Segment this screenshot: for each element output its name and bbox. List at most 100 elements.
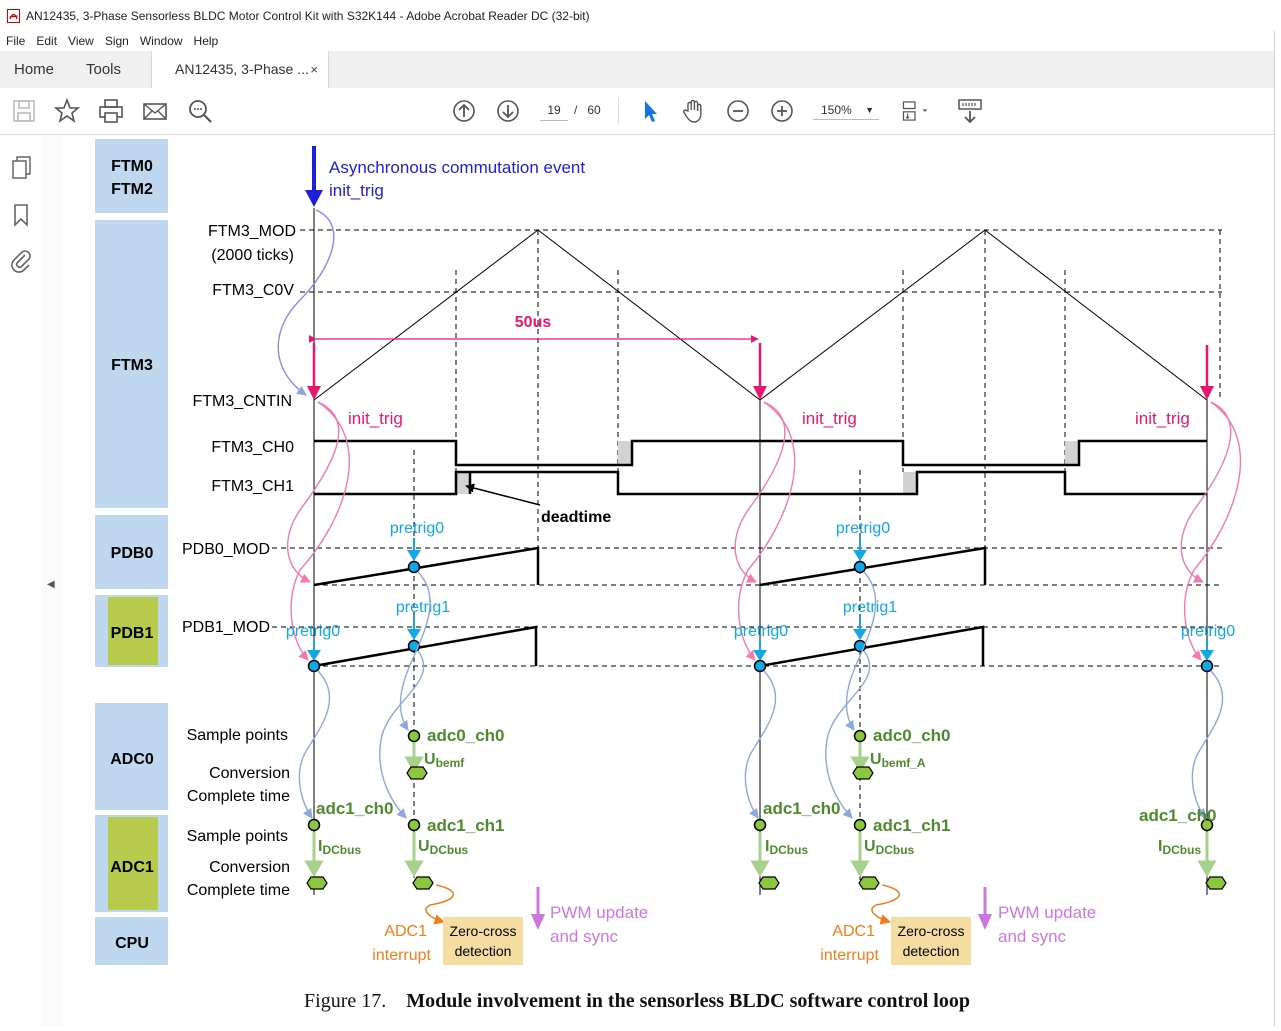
zoom-in-icon[interactable] xyxy=(768,97,796,125)
label-u-bemf-a: U xyxy=(424,751,436,768)
label-ftm3-ch1: FTM3_CH1 xyxy=(211,478,294,495)
acrobat-icon xyxy=(7,8,20,23)
lane-pdb0 xyxy=(95,515,168,589)
page-down-icon[interactable] xyxy=(494,97,522,125)
save-icon[interactable] xyxy=(10,97,38,125)
email-icon[interactable] xyxy=(141,97,169,125)
label-pdb1-mod: PDB1_MOD xyxy=(182,619,270,636)
menu-edit[interactable]: Edit xyxy=(36,34,58,48)
conversion-complete-markers xyxy=(306,766,1227,890)
svg-text:Ubemf: Ubemf xyxy=(424,751,465,770)
label-dcbus-sub-e: DCbus xyxy=(1162,843,1201,857)
lane-adc0 xyxy=(95,703,168,810)
toolbar-divider xyxy=(618,98,619,124)
label-init-trig-1: init_trig xyxy=(348,409,403,428)
label-and-sync-a: and sync xyxy=(550,927,619,946)
adc-trigger-curves xyxy=(298,571,1224,819)
svg-text:IDCbus: IDCbus xyxy=(1158,838,1201,857)
label-ftm3-ch0: FTM3_CH0 xyxy=(211,439,294,456)
menu-help[interactable]: Help xyxy=(193,34,219,48)
label-adc0-ch0-b: adc0_ch0 xyxy=(873,726,951,745)
label-adc1-interrupt-b: ADC1 xyxy=(832,923,875,940)
lane-cpu xyxy=(95,917,168,965)
label-pwm-update-a: PWM update xyxy=(550,903,648,922)
svg-text:Ubemf_A: Ubemf_A xyxy=(870,751,926,770)
zero-cross-box-a xyxy=(443,917,523,965)
label-50us: 50us xyxy=(515,314,552,331)
label-async-init-trig: init_trig xyxy=(329,181,384,200)
sample-points xyxy=(307,729,1214,832)
label-detection-b: detection xyxy=(903,943,960,959)
page-total: / 60 xyxy=(574,100,601,120)
tab-bar: Home Tools AN12435, 3-Phase ... × xyxy=(0,51,1281,89)
tab-document[interactable]: AN12435, 3-Phase ... × xyxy=(151,51,329,89)
label-bemf-sub: bemf xyxy=(436,756,466,770)
select-arrow-icon[interactable] xyxy=(636,97,664,125)
lane-label-ftm3: FTM3 xyxy=(111,357,153,374)
ftm3-ch0-wave xyxy=(314,439,1207,467)
zoom-select[interactable]: 150%▼ xyxy=(813,100,879,120)
lane-label-ftm0: FTM0 xyxy=(111,158,153,175)
reference-lines xyxy=(272,229,1222,880)
label-i-dcbus-c: I xyxy=(1158,838,1162,855)
close-tab-icon[interactable]: × xyxy=(310,62,318,77)
label-adc1-ch0-b: adc1_ch0 xyxy=(763,799,841,818)
pages-panel-icon[interactable] xyxy=(9,155,33,181)
label-ftm3-c0v: FTM3_C0V xyxy=(212,282,294,299)
label-pdb0-mod: PDB0_MOD xyxy=(182,541,270,558)
document-page: FTM0 FTM2 FTM3 PDB0 PDB1 ADC0 ADC1 CPU F… xyxy=(62,135,1274,1026)
lane-ftm0-ftm2 xyxy=(95,139,168,213)
figure-number: Figure 17. xyxy=(304,990,387,1012)
label-pretrig0-pdb0-a: pretrig0 xyxy=(390,520,444,537)
scroll-mode-icon[interactable] xyxy=(956,97,984,125)
page-display-icon[interactable] xyxy=(901,97,929,125)
lane-label-cpu: CPU xyxy=(115,935,149,952)
left-sidebar xyxy=(0,135,43,1026)
label-pretrig0-pdb0-b: pretrig0 xyxy=(836,520,890,537)
label-interrupt-b: interrupt xyxy=(820,947,879,964)
label-adc1-ch0-a: adc1_ch0 xyxy=(316,799,394,818)
label-pretrig0-pdb1-a: pretrig0 xyxy=(286,623,340,640)
label-dcbus-sub-c: DCbus xyxy=(769,843,808,857)
bookmark-star-icon[interactable] xyxy=(53,97,81,125)
label-detection-a: detection xyxy=(455,943,512,959)
print-icon[interactable] xyxy=(97,97,125,125)
tab-document-label: AN12435, 3-Phase ... xyxy=(175,61,309,77)
label-pretrig1-a: pretrig1 xyxy=(396,599,450,616)
label-async-event: Asynchronous commutation event xyxy=(329,158,585,177)
label-pretrig0-pdb1-b: pretrig0 xyxy=(734,623,788,640)
figure-caption: Figure 17. Module involvement in the sen… xyxy=(0,990,1274,1013)
lane-label-pdb1: PDB1 xyxy=(111,625,154,642)
label-adc1-conversion: Conversion xyxy=(209,859,290,876)
navigation-pane-toggle[interactable]: ◀ xyxy=(42,135,63,1026)
label-init-trig-3: init_trig xyxy=(1135,409,1190,428)
lane-ftm3 xyxy=(95,220,168,508)
menu-sign[interactable]: Sign xyxy=(104,34,129,48)
label-adc1-ch0-c: adc1_ch0 xyxy=(1139,806,1217,825)
page-up-icon[interactable] xyxy=(450,97,478,125)
hand-icon[interactable] xyxy=(680,97,708,125)
label-dcbus-sub-d: DCbus xyxy=(876,843,915,857)
svg-text:IDCbus: IDCbus xyxy=(318,838,361,857)
label-init-trig-2: init_trig xyxy=(802,409,857,428)
window-right-edge xyxy=(1274,31,1281,1026)
lane-label-ftm2: FTM2 xyxy=(111,181,153,198)
zoom-out-icon[interactable] xyxy=(724,97,752,125)
menu-file[interactable]: File xyxy=(6,34,26,48)
tab-tools[interactable]: Tools xyxy=(86,61,122,78)
page-number-input[interactable]: 19 xyxy=(540,100,568,121)
window-title: AN12435, 3-Phase Sensorless BLDC Motor C… xyxy=(26,8,590,23)
bookmarks-panel-icon[interactable] xyxy=(10,202,32,228)
pwm-update-arrows xyxy=(531,887,992,930)
menu-window[interactable]: Window xyxy=(139,34,183,48)
lane-label-adc1: ADC1 xyxy=(110,859,154,876)
attachments-panel-icon[interactable] xyxy=(9,247,33,273)
lane-pdb1-inner xyxy=(108,597,158,665)
menu-view[interactable]: View xyxy=(68,34,94,48)
label-adc1-interrupt-a: ADC1 xyxy=(384,923,427,940)
zero-cross-box-b xyxy=(891,917,971,965)
chevron-down-icon: ▼ xyxy=(865,105,874,115)
collapse-left-icon[interactable]: ◀ xyxy=(47,579,55,590)
search-zoom-icon[interactable] xyxy=(186,97,214,125)
tab-home[interactable]: Home xyxy=(14,61,55,78)
